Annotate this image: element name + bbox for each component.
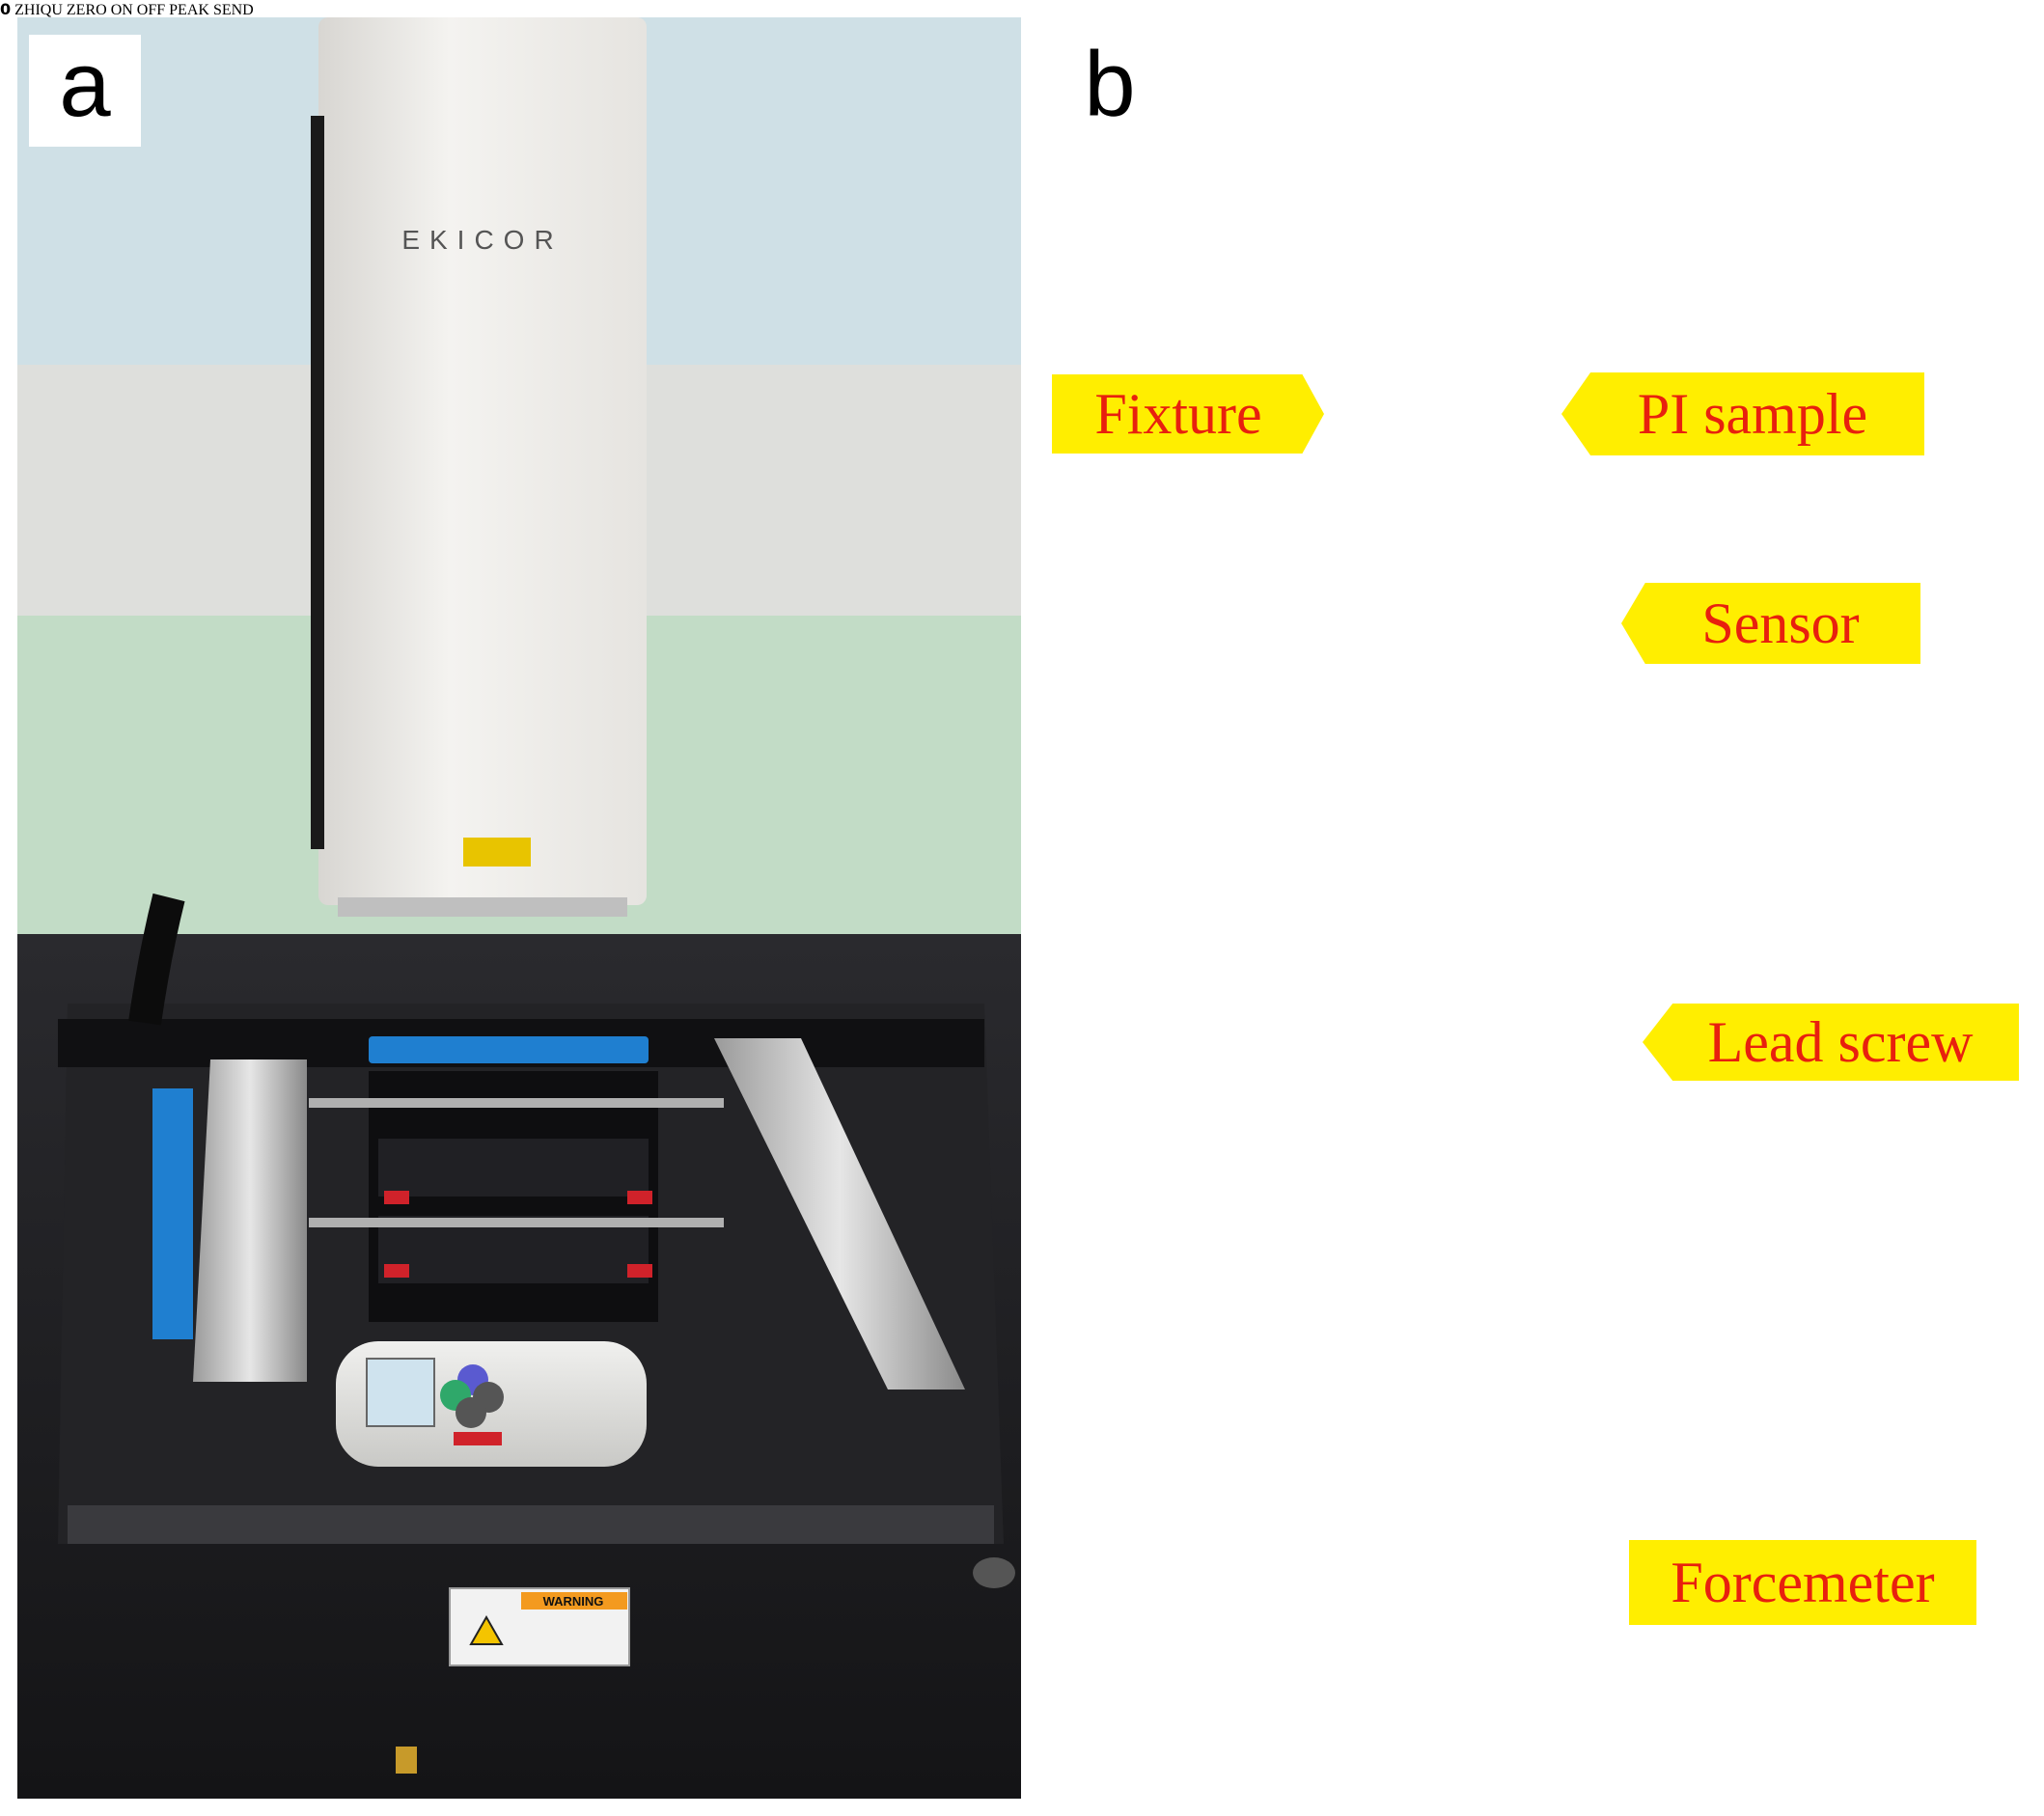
scanner-brand: EKICOR xyxy=(401,225,563,255)
panel-a-photo: EKICOR xyxy=(17,17,1021,1799)
panel-a-label: a xyxy=(29,35,141,147)
btn-on-label: ON xyxy=(110,2,133,18)
forcemeter-large: 0 ZHIQU ZERO ON OFF PEAK SEND xyxy=(0,0,254,18)
machine-table: WARNING xyxy=(17,893,1021,1799)
scanner-tower: EKICOR xyxy=(311,17,647,917)
callout-lead-screw: Lead screw xyxy=(1643,1004,2019,1081)
btn-zero-label: ZERO xyxy=(66,2,107,18)
btn-send-label: SEND xyxy=(212,2,254,18)
zoom-connector-bottom: 0 ZHIQU ZERO ON OFF PEAK SEND xyxy=(0,0,2019,1625)
forcemeter-small xyxy=(336,1341,647,1467)
warning-label: WARNING xyxy=(543,1594,604,1609)
btn-peak-label: PEAK xyxy=(169,2,209,18)
zoom-region-box: 0 ZHIQU ZERO ON OFF PEAK SEND xyxy=(0,0,2019,1625)
callout-sensor: Sensor xyxy=(1621,583,1920,664)
btn-off-label: OFF xyxy=(136,2,166,18)
zoom-connector-top: 0 ZHIQU ZERO ON OFF PEAK SEND xyxy=(0,0,2019,1625)
callout-fixture: Fixture xyxy=(1052,374,1324,454)
meter-buttons: ZERO ON OFF PEAK SEND xyxy=(67,2,254,18)
callout-forcemeter: Forcemeter xyxy=(1629,1540,1976,1625)
pi-sample-strip: 0 ZHIQU ZERO ON OFF PEAK SEND xyxy=(0,0,254,18)
meter-brand: ZHIQU xyxy=(14,2,63,18)
callout-pi-sample: PI sample xyxy=(1561,372,1924,455)
panel-b-photo: 0 ZHIQU ZERO ON OFF PEAK SEND xyxy=(0,0,254,18)
panel-b-label: b xyxy=(1058,33,1162,143)
